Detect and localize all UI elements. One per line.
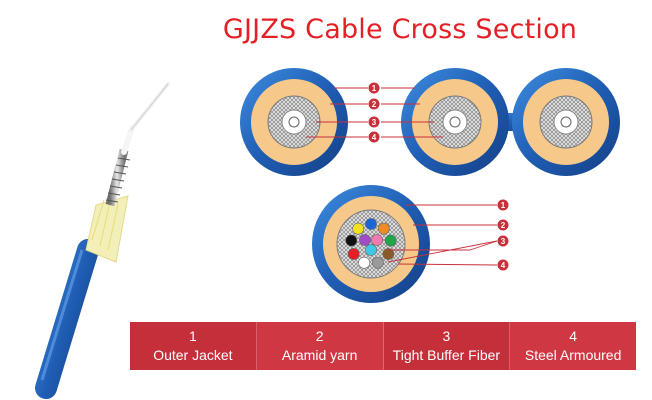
tight-buffer-fibers	[345, 218, 397, 269]
fiber-2	[377, 222, 390, 235]
legend-number: 1	[188, 328, 197, 344]
svg-text:3: 3	[501, 237, 506, 246]
legend-number: 3	[442, 328, 451, 344]
svg-text:1: 1	[501, 201, 506, 210]
legend-label: Tight Buffer Fiber	[392, 347, 501, 363]
cable-illustration	[35, 82, 170, 399]
svg-text:4: 4	[501, 261, 506, 270]
fiber-1	[365, 218, 377, 230]
callout-badge-4-multi: 4	[497, 259, 509, 271]
callout-badge-2: 2	[368, 98, 380, 110]
callout-badge-4: 4	[368, 131, 380, 143]
fiber-4	[382, 248, 395, 260]
fiber-5	[371, 256, 384, 269]
svg-text:1: 1	[372, 84, 377, 93]
fiber-6	[358, 256, 371, 269]
fiber-9	[352, 222, 365, 235]
legend-bar: 1 Outer Jacket 2 Aramid yarn 3 Tight Buf…	[130, 322, 636, 370]
legend-item-tight-buffer-fiber: 3 Tight Buffer Fiber	[383, 322, 511, 370]
fiber-12	[365, 244, 377, 256]
legend-item-outer-jacket: 1 Outer Jacket	[130, 322, 257, 370]
fiber-11	[371, 234, 383, 246]
leader-lines	[306, 87, 498, 266]
svg-text:3: 3	[372, 118, 377, 127]
callout-badge-1-multi: 1	[497, 199, 509, 211]
fiber-10	[359, 234, 371, 246]
legend-label: Aramid yarn	[281, 347, 358, 363]
svg-text:4: 4	[372, 133, 377, 142]
duplex-cable-section	[401, 68, 620, 176]
simplex-cable-section	[240, 68, 348, 176]
fiber-8	[345, 234, 358, 247]
legend-label: Outer Jacket	[153, 347, 233, 363]
legend-number: 4	[569, 328, 578, 344]
fiber-3	[384, 234, 397, 247]
legend-item-steel-armoured: 4 Steel Armoured	[510, 322, 636, 370]
callout-badges: 1 2 3 4 1 2 3 4	[368, 82, 509, 271]
fiber-7	[347, 248, 360, 260]
svg-text:2: 2	[372, 100, 377, 109]
legend-label: Steel Armoured	[524, 347, 622, 363]
multi-fiber-cable-section	[312, 185, 430, 303]
callout-badge-2-multi: 2	[497, 219, 509, 231]
legend-item-aramid-yarn: 2 Aramid yarn	[256, 322, 384, 370]
callout-badge-3-multi: 3	[497, 235, 509, 247]
callout-badge-3: 3	[368, 116, 380, 128]
diagram-title: GJJZS Cable Cross Section	[222, 14, 578, 45]
callout-badge-1: 1	[368, 82, 380, 94]
svg-text:2: 2	[501, 221, 506, 230]
legend-number: 2	[315, 328, 324, 344]
